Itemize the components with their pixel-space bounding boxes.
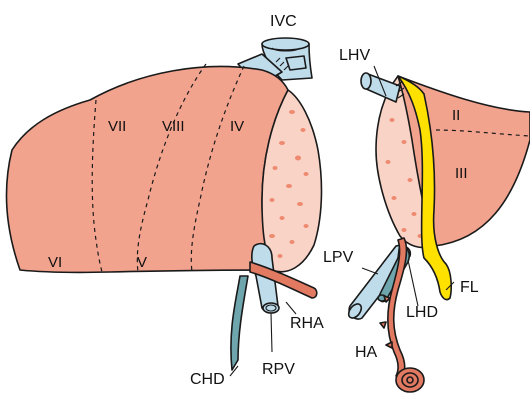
lhd-label: LHD (406, 304, 438, 321)
ivc-opening (262, 38, 309, 50)
segment-vi-label: VI (48, 254, 62, 271)
rha-label: RHA (290, 315, 324, 332)
segment-ii-label: II (452, 107, 460, 124)
ivc-label: IVC (270, 13, 297, 30)
fl-label: FL (460, 279, 479, 296)
chd-label: CHD (190, 371, 225, 388)
segment-iii-label: III (455, 165, 468, 182)
segment-v-label: V (137, 254, 147, 271)
segment-viii-label: VIII (162, 118, 185, 135)
hepatic-artery-coil (396, 368, 424, 392)
segment-iv-label: IV (230, 118, 244, 135)
lhv-opening (361, 73, 371, 89)
right-hepatic-duct (231, 276, 248, 370)
rpv-label: RPV (262, 361, 295, 378)
right-liver-specimen: VII VIII IV VI V IVC RHA CHD RPV (6, 13, 324, 388)
left-liver-specimen: II III LHV LPV FL LHD HA (323, 47, 530, 392)
lpv-label: LPV (323, 249, 354, 266)
right-lobe-surface (6, 67, 288, 273)
segment-vii-label: VII (108, 118, 126, 135)
lhv-label: LHV (339, 47, 370, 64)
ha-label: HA (355, 344, 378, 361)
